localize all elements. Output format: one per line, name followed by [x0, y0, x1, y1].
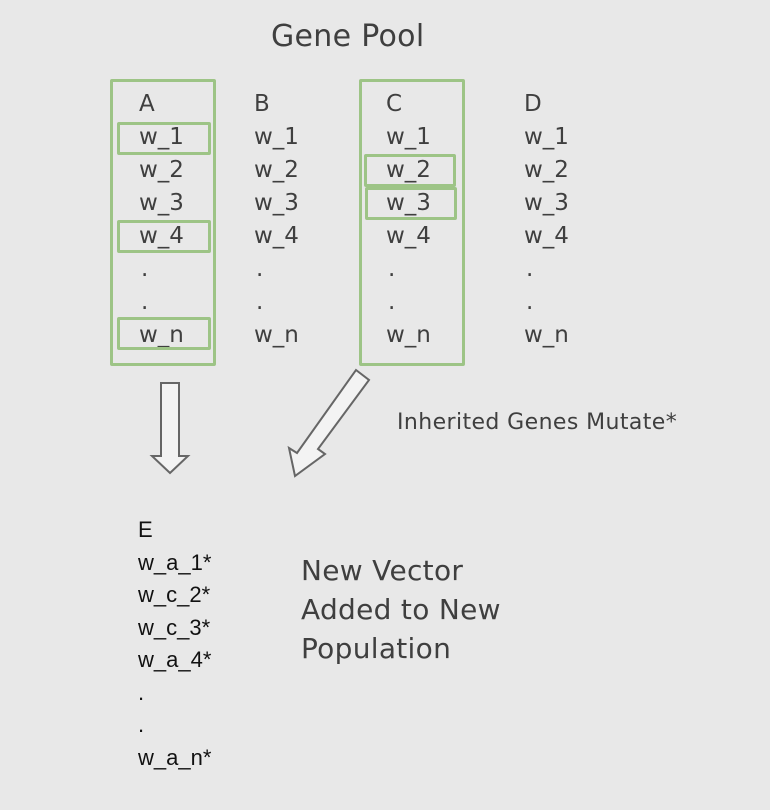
gene: w_n	[386, 322, 431, 348]
gene-ellipsis: .	[138, 712, 145, 737]
down-left-arrow-icon	[287, 368, 371, 478]
gene-ellipsis: .	[526, 256, 534, 282]
selected-parent-a-box	[110, 79, 216, 366]
gene: w_a_n*	[138, 744, 212, 770]
selected-parent-c-box	[359, 79, 465, 366]
gene: w_c_2*	[138, 582, 211, 607]
inherited-gene-c-3-box	[365, 187, 457, 220]
gene: w_1	[139, 124, 184, 150]
diagram-title: Gene Pool	[271, 19, 425, 54]
gene-ellipsis: .	[388, 289, 396, 315]
gene: w_n	[524, 322, 569, 348]
parent-vector-c: C w_1 w_2 w_3 w_4 . . w_n	[386, 88, 431, 352]
gene: w_c_3*	[138, 614, 211, 640]
gene-ellipsis: .	[256, 289, 264, 315]
parent-vector-b: B w_1 w_2 w_3 w_4 . . w_n	[254, 88, 299, 352]
gene-ellipsis: .	[141, 289, 149, 315]
gene: w_4	[254, 223, 299, 249]
gene: w_2	[386, 157, 431, 183]
parent-vector-a: A w_1 w_2 w_3 w_4 . . w_n	[139, 88, 184, 352]
gene-ellipsis: .	[141, 256, 149, 282]
gene: w_3	[139, 190, 184, 216]
gene: w_4	[524, 223, 569, 249]
result-label-line: Added to New	[301, 593, 501, 626]
gene: w_n	[254, 322, 299, 348]
result-label-line: Population	[301, 632, 452, 665]
result-label: New Vector Added to New Population	[301, 551, 501, 668]
gene: w_1	[524, 124, 569, 150]
gene-ellipsis: .	[388, 256, 396, 282]
gene: w_2	[524, 157, 569, 183]
gene: w_3	[386, 190, 431, 216]
vector-label: A	[139, 91, 155, 117]
parent-vector-d: D w_1 w_2 w_3 w_4 . . w_n	[524, 88, 569, 352]
vector-label: E	[138, 517, 153, 542]
inherited-gene-a-n-box	[117, 317, 211, 350]
inherited-gene-a-4-box	[117, 220, 211, 253]
gene: w_1	[386, 124, 431, 150]
gene: w_3	[254, 190, 299, 216]
gene: w_a_1*	[138, 549, 212, 575]
gene: w_2	[139, 157, 184, 183]
gene: w_4	[386, 223, 431, 249]
gene: w_2	[254, 157, 299, 183]
vector-label: C	[386, 91, 403, 117]
gene: w_3	[524, 190, 569, 216]
child-vector-e: E w_a_1* w_c_2* w_c_3* w_a_4* . . w_a_n*	[138, 514, 211, 774]
result-label-line: New Vector	[301, 554, 464, 587]
inherited-gene-c-2-box	[364, 154, 456, 187]
mutation-annotation: Inherited Genes Mutate*	[397, 410, 678, 435]
inherited-gene-a-1-box	[117, 122, 211, 155]
gene: w_4	[139, 223, 184, 249]
vector-label: B	[254, 91, 270, 117]
gene-ellipsis: .	[526, 289, 534, 315]
vector-label: D	[524, 91, 542, 117]
gene-ellipsis: .	[256, 256, 264, 282]
gene-ellipsis: .	[138, 679, 145, 705]
gene: w_1	[254, 124, 299, 150]
gene: w_n	[139, 322, 184, 348]
down-arrow-icon	[149, 382, 191, 475]
gene: w_a_4*	[138, 647, 212, 672]
